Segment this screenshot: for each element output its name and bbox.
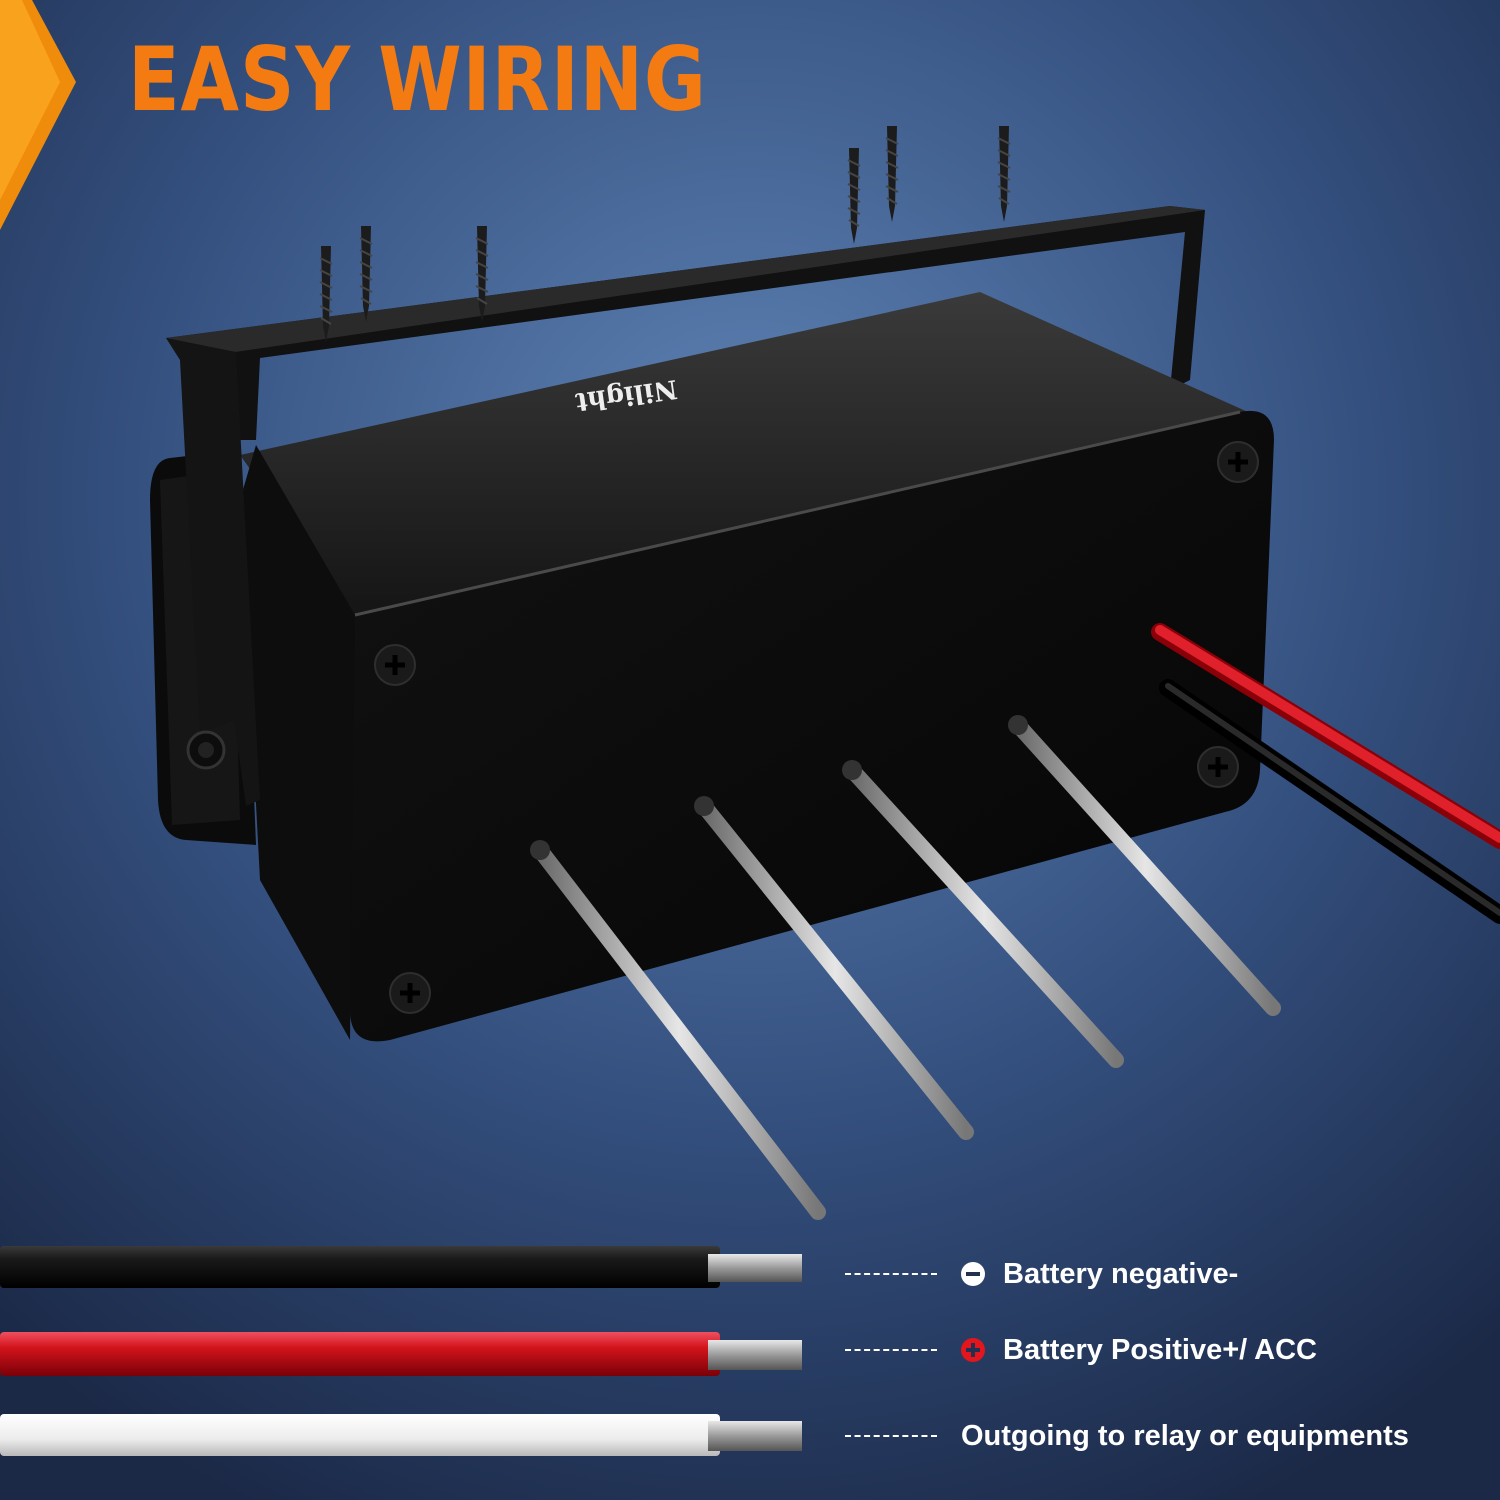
plus-circle-icon <box>961 1338 985 1362</box>
legend-item-positive: Battery Positive+/ ACC <box>845 1330 1317 1370</box>
legend-item-outgoing: Outgoing to relay or equipments <box>845 1416 1409 1456</box>
page-title: EASY WIRING <box>128 28 707 131</box>
legend-label: Outgoing to relay or equipments <box>961 1419 1409 1452</box>
legend-label: Battery Positive+/ ACC <box>1003 1333 1318 1366</box>
legend-label: Battery negative- <box>1003 1257 1239 1290</box>
legend-item-negative: Battery negative- <box>845 1254 1238 1294</box>
minus-circle-icon <box>961 1262 985 1286</box>
dashed-leader <box>845 1349 937 1351</box>
dashed-leader <box>845 1435 937 1437</box>
dashed-leader <box>845 1273 937 1275</box>
